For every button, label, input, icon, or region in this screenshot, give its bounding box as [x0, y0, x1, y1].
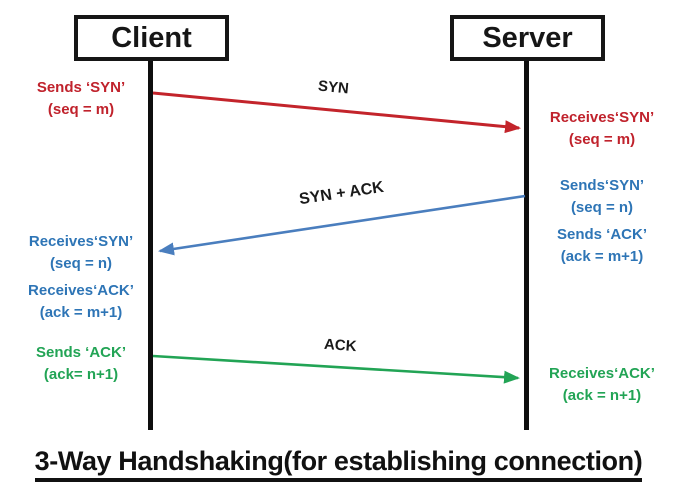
client-actor-box: Client: [74, 15, 229, 61]
ack-arrow: [152, 354, 520, 384]
note-line: (ack= n+1): [43, 366, 119, 383]
server-note-sends-syn: Sends‘SYN’ (seq = n): [546, 175, 658, 219]
syn-arrow-label: SYN: [317, 77, 350, 98]
note-line: (seq = m): [568, 131, 636, 148]
client-lifeline: [148, 61, 153, 430]
diagram-title: 3-Way Handshaking(for establishing conne…: [34, 446, 643, 482]
note-line: (seq = n): [570, 199, 634, 216]
note-line: Receives‘SYN’: [549, 109, 655, 126]
server-lifeline: [524, 61, 529, 430]
note-line: Sends ‘ACK’: [556, 226, 647, 243]
note-line: (ack = m+1): [39, 304, 123, 321]
note-line: Receives‘ACK’: [549, 365, 655, 382]
syn-arrow: [152, 91, 521, 134]
ack-arrow-label: ACK: [323, 335, 358, 356]
syn-ack-arrow: [158, 194, 526, 256]
client-note-sends-syn: Sends ‘SYN’ (seq = m): [8, 77, 154, 121]
note-line: Sends‘SYN’: [559, 177, 645, 194]
note-line: (seq = n): [49, 255, 113, 272]
diagram-title-container: 3-Way Handshaking(for establishing conne…: [0, 446, 677, 482]
server-note-sends-ack: Sends ‘ACK’ (ack = m+1): [546, 224, 658, 268]
server-note-receives-ack: Receives‘ACK’ (ack = n+1): [546, 363, 658, 407]
note-line: (ack = m+1): [560, 248, 644, 265]
client-note-receives-syn: Receives‘SYN’ (seq = n): [8, 231, 154, 275]
client-actor-label: Client: [111, 21, 192, 54]
note-line: Receives‘SYN’: [28, 233, 134, 250]
note-line: Receives‘ACK’: [28, 282, 134, 299]
note-line: (ack = n+1): [562, 387, 642, 404]
client-note-receives-ack: Receives‘ACK’ (ack = m+1): [8, 280, 154, 324]
server-actor-box: Server: [450, 15, 605, 61]
client-note-sends-ack: Sends ‘ACK’ (ack= n+1): [8, 342, 154, 386]
server-note-receives-syn: Receives‘SYN’ (seq = m): [546, 107, 658, 151]
note-line: (seq = m): [47, 101, 115, 118]
note-line: Sends ‘SYN’: [36, 79, 126, 96]
server-actor-label: Server: [482, 21, 573, 54]
note-line: Sends ‘ACK’: [35, 344, 126, 361]
